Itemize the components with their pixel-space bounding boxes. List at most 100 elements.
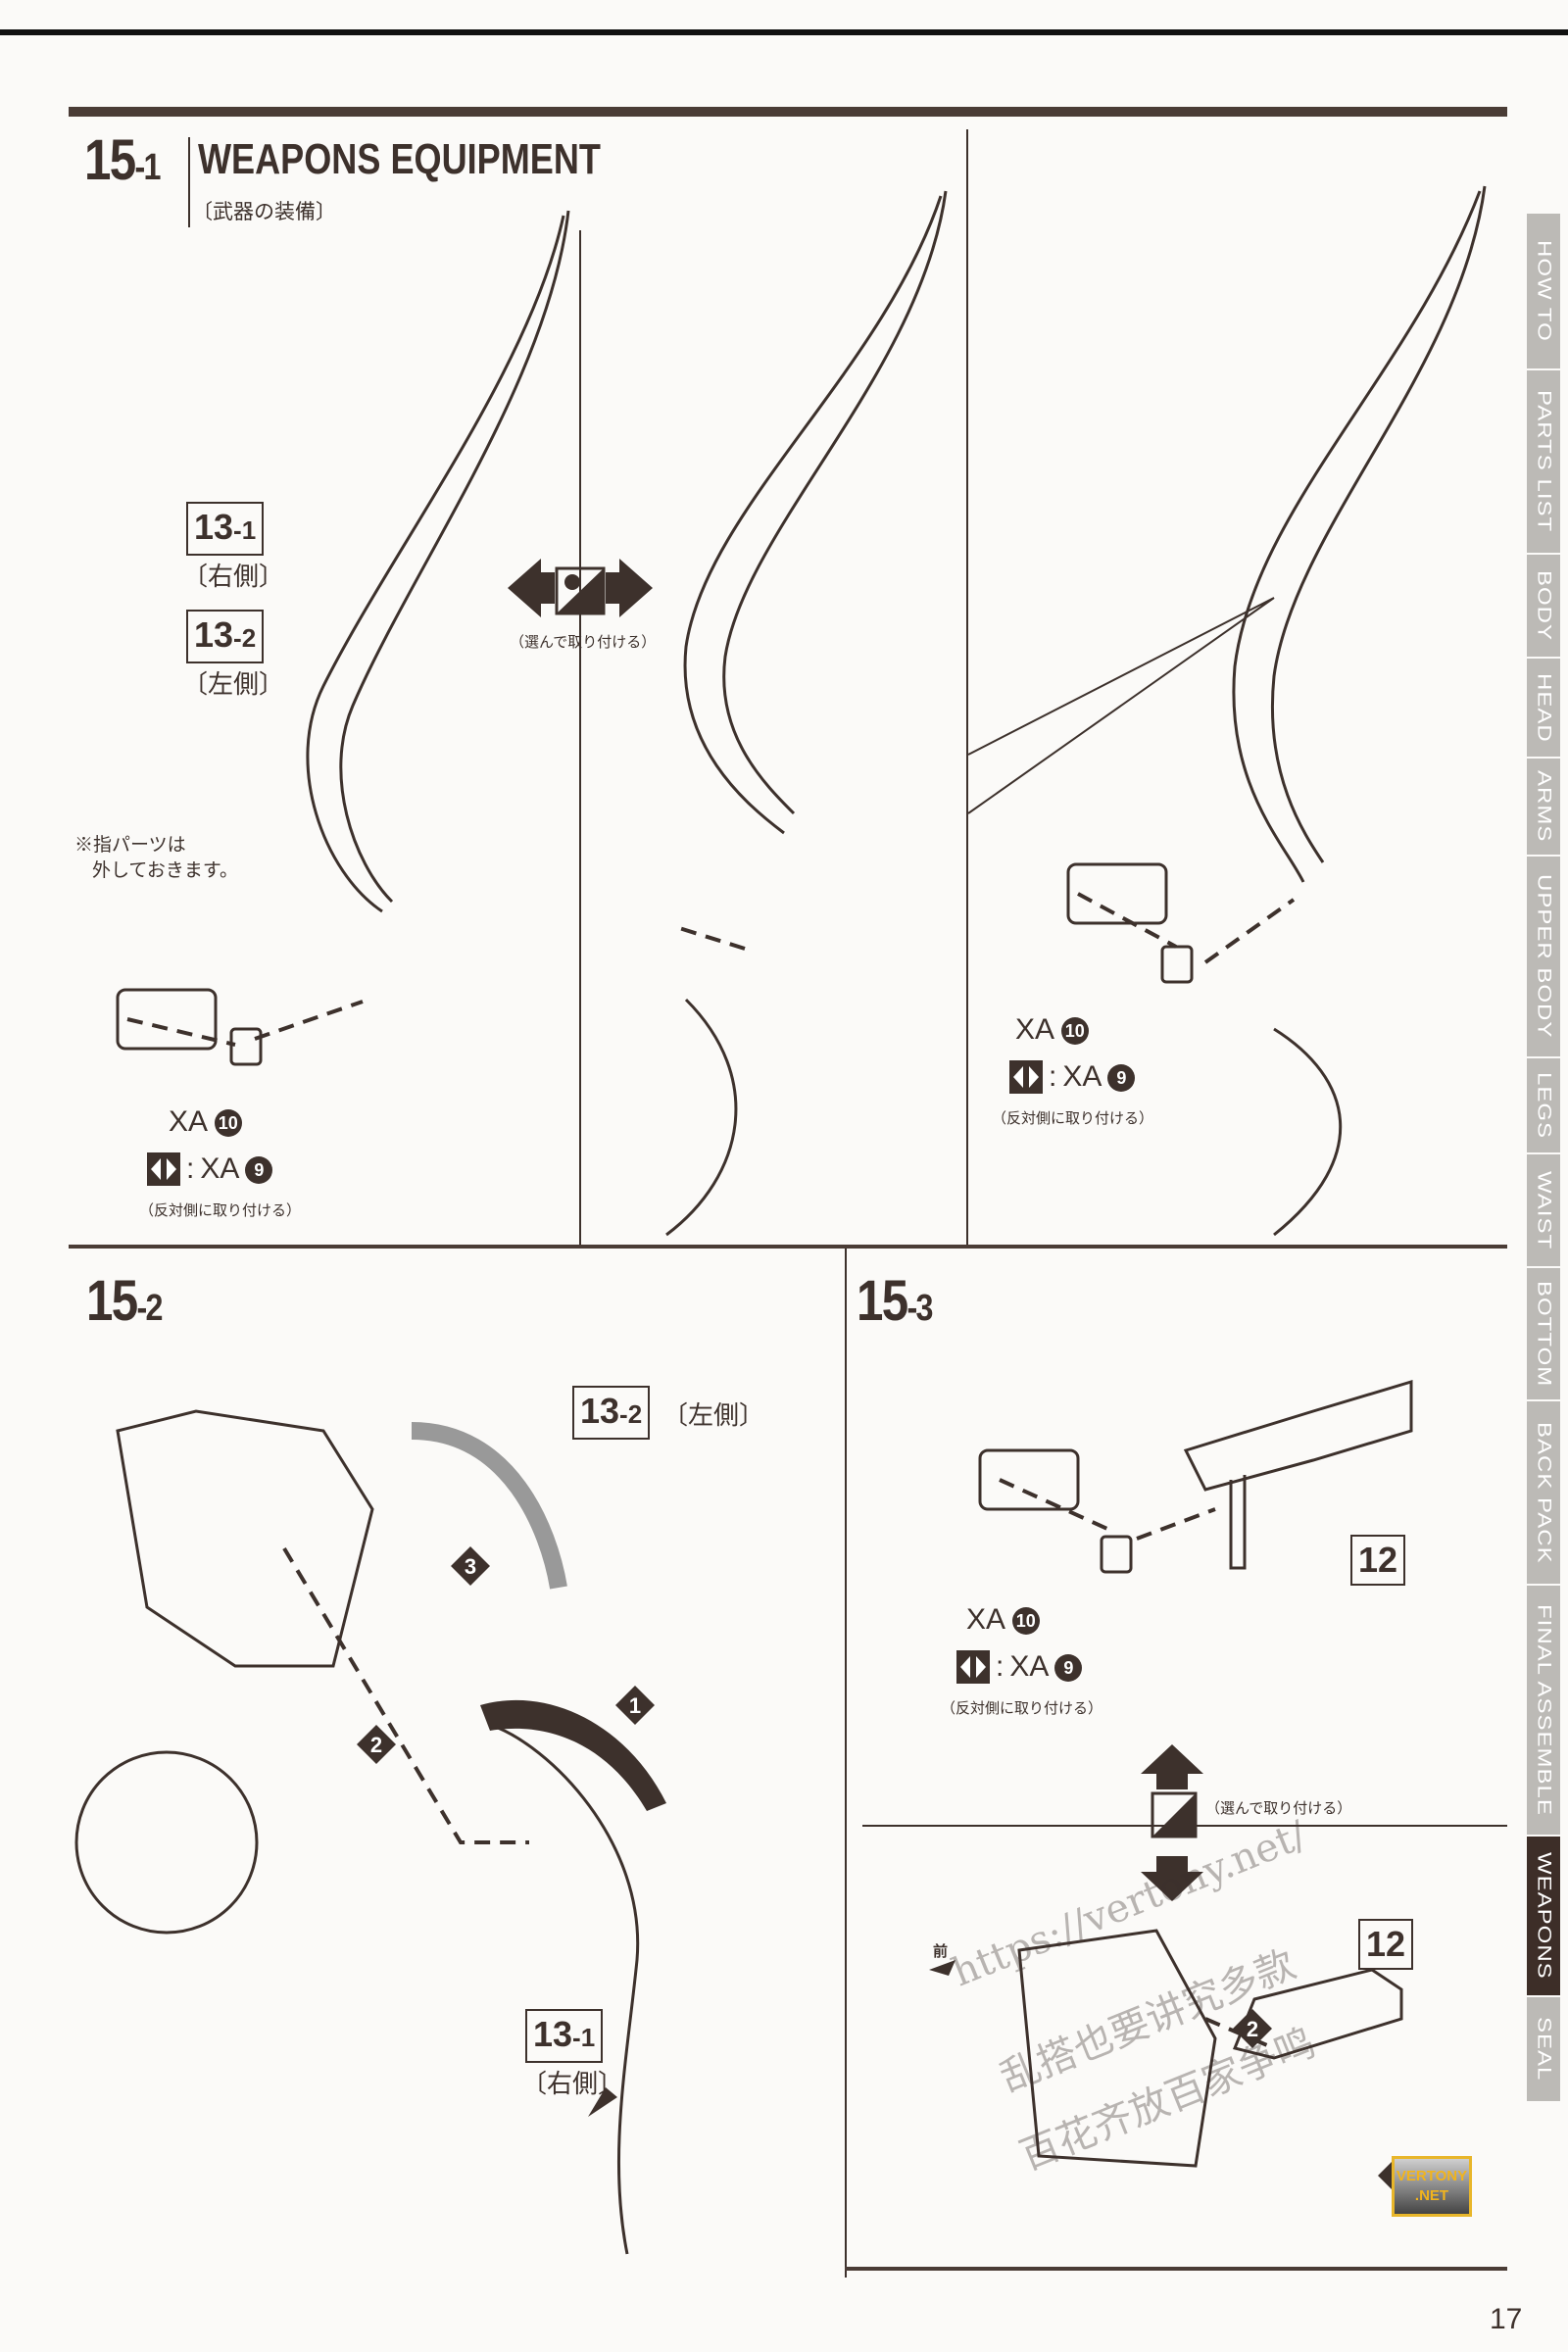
opposite-side-note: （反対側に取り付ける） bbox=[992, 1110, 1154, 1127]
opposite-side-note: （反対側に取り付ける） bbox=[139, 1202, 302, 1219]
section-rule bbox=[69, 1245, 1507, 1249]
assembly-path-dashed bbox=[1203, 898, 1296, 964]
gun-body bbox=[1232, 1968, 1403, 2060]
tab-parts-list[interactable]: PARTS LIST bbox=[1527, 370, 1560, 553]
left-arrow-icon bbox=[508, 559, 555, 617]
alternate-part-row: : XA 9 bbox=[1009, 1060, 1136, 1094]
step-main-number: 15 bbox=[857, 1269, 908, 1333]
wing-blade-outline bbox=[683, 195, 943, 835]
finger-parts-note: ※指パーツは 外しておきます。 bbox=[74, 833, 238, 884]
wing-blade-outline bbox=[1232, 190, 1482, 883]
finger-note-line-2: 外しておきます。 bbox=[92, 860, 238, 881]
tab-head[interactable]: HEAD bbox=[1527, 659, 1560, 757]
badge-line-2: .NET bbox=[1414, 2187, 1449, 2204]
robot-lower-body bbox=[1017, 1929, 1217, 2168]
step-marker-2 bbox=[357, 1725, 396, 1764]
tab-label: UPPER BODY bbox=[1533, 874, 1555, 1039]
opposite-side-note: （反対側に取り付ける） bbox=[941, 1700, 1103, 1717]
step-marker-label: 3 bbox=[465, 1554, 476, 1579]
tab-waist[interactable]: WAIST bbox=[1527, 1154, 1560, 1266]
tab-label: BOTTOM bbox=[1533, 1280, 1555, 1388]
tab-label: SEAL bbox=[1533, 2017, 1555, 2082]
assembly-path-dashed bbox=[282, 1546, 529, 1844]
tab-back-pack[interactable]: BACK PACK bbox=[1527, 1401, 1560, 1584]
part-sub-number: -2 bbox=[619, 1399, 643, 1429]
panel-divider bbox=[966, 129, 968, 1245]
tab-label: WAIST bbox=[1533, 1170, 1555, 1250]
hand-part-xa10 bbox=[229, 1027, 263, 1066]
alt-part-number-circle: 9 bbox=[1054, 1654, 1083, 1683]
step-marker-label: 1 bbox=[629, 1693, 641, 1718]
wing-blade-outline bbox=[339, 210, 570, 904]
hand-part-label: XA 10 bbox=[1015, 1013, 1089, 1047]
alternate-part-row: : XA 9 bbox=[956, 1650, 1083, 1684]
tab-body[interactable]: BODY bbox=[1527, 555, 1560, 657]
hand-part-xa10 bbox=[1160, 945, 1194, 984]
tab-upper-body[interactable]: UPPER BODY bbox=[1527, 857, 1560, 1056]
step-sub-number: -3 bbox=[906, 1288, 933, 1329]
choose-note: （選んで取り付ける） bbox=[1205, 1800, 1352, 1817]
side-label-right: 〔右側〕 bbox=[182, 562, 285, 591]
tab-label: ARMS bbox=[1533, 770, 1555, 843]
step-marker-2 bbox=[1233, 2009, 1272, 2048]
wing-blade-lower bbox=[665, 998, 738, 1237]
step-marker-label: 2 bbox=[370, 1733, 382, 1757]
detail-zoom-circle bbox=[74, 1750, 259, 1935]
badge-line-1: VERTONY bbox=[1396, 2168, 1468, 2184]
wing-blade-outline bbox=[306, 215, 565, 913]
tab-seal[interactable]: SEAL bbox=[1527, 1997, 1560, 2101]
tab-arms[interactable]: ARMS bbox=[1527, 759, 1560, 855]
wing-blade-outline bbox=[1271, 185, 1487, 863]
alternate-part-row: : XA 9 bbox=[147, 1152, 273, 1186]
page-number: 17 bbox=[1490, 2303, 1523, 2335]
side-label-left: 〔左側〕 bbox=[182, 669, 285, 699]
robot-upper-body bbox=[116, 1409, 374, 1668]
panel-divider bbox=[579, 230, 581, 1245]
alt-colon: : bbox=[996, 1650, 1004, 1683]
front-direction-arrow bbox=[929, 1960, 956, 1976]
assembly-path-dashed bbox=[126, 1017, 236, 1047]
part-sub-number: -2 bbox=[233, 623, 257, 653]
tab-weapons[interactable]: WEAPONS bbox=[1527, 1837, 1560, 1995]
section-title: WEAPONS EQUIPMENT bbox=[198, 135, 601, 183]
alt-colon: : bbox=[186, 1152, 195, 1185]
part-label-12: 12 bbox=[1350, 1535, 1406, 1586]
part-label-13-1: 13-1 bbox=[186, 502, 265, 556]
tab-label: HEAD bbox=[1533, 672, 1555, 743]
vertony-badge: VERTONY .NET bbox=[1392, 2156, 1472, 2217]
header-rule bbox=[69, 107, 1507, 117]
up-arrow-icon bbox=[1141, 1744, 1203, 1789]
step-marker-1 bbox=[615, 1686, 655, 1725]
tab-legs[interactable]: LEGS bbox=[1527, 1058, 1560, 1152]
tab-final-assemble[interactable]: FINAL ASSEMBLE bbox=[1527, 1586, 1560, 1835]
footer-rule bbox=[845, 2267, 1507, 2271]
assembly-path-dashed bbox=[675, 925, 746, 951]
part-number-circle: 10 bbox=[1060, 1017, 1089, 1046]
wing-curve bbox=[489, 1723, 640, 2255]
assembly-path-dashed bbox=[999, 1478, 1108, 1531]
tab-label: BACK PACK bbox=[1533, 1421, 1555, 1564]
step-marker-label: 2 bbox=[1247, 2017, 1258, 2041]
assembly-path-dashed bbox=[1077, 892, 1177, 949]
tab-how-to[interactable]: HOW TO bbox=[1527, 214, 1560, 368]
tab-bottom[interactable]: BOTTOM bbox=[1527, 1268, 1560, 1399]
tab-label: BODY bbox=[1533, 569, 1555, 641]
tab-label: PARTS LIST bbox=[1533, 390, 1555, 533]
assembly-path-dashed bbox=[1136, 1507, 1216, 1541]
alt-part-code: XA bbox=[200, 1152, 240, 1185]
step-number-15-2: 15-2 bbox=[86, 1268, 163, 1334]
part-number-circle: 10 bbox=[1011, 1607, 1040, 1636]
panel-diagonal bbox=[967, 597, 1275, 814]
mirror-side-icon bbox=[1009, 1060, 1043, 1094]
step-sub-number: -1 bbox=[134, 147, 161, 188]
part-code: XA bbox=[169, 1105, 207, 1138]
part-label-12: 12 bbox=[1358, 1919, 1414, 1970]
option-icon-diagonal bbox=[557, 568, 604, 613]
alt-part-number-circle: 9 bbox=[245, 1156, 273, 1185]
part-number: 13 bbox=[533, 2014, 573, 2054]
wing-curve bbox=[411, 1422, 567, 1590]
mirror-side-icon bbox=[147, 1152, 180, 1186]
part-code: XA bbox=[1015, 1013, 1054, 1046]
part-label-13-1: 13-1 bbox=[525, 2009, 604, 2063]
